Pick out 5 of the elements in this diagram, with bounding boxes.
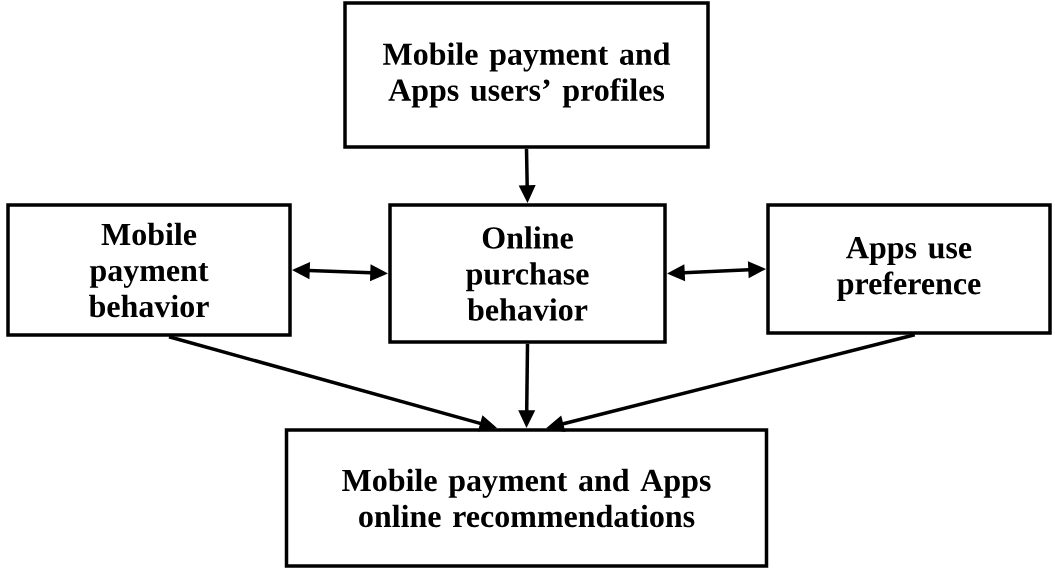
process-box: Online purchase behavior bbox=[388, 203, 667, 344]
process-box: Mobile payment behavior bbox=[6, 203, 292, 337]
process-box: Mobile payment and Apps online recommendations bbox=[284, 428, 769, 568]
process-box: Mobile payment and Apps users’ profiles bbox=[343, 1, 710, 149]
process-box: Apps use preference bbox=[766, 203, 1052, 335]
